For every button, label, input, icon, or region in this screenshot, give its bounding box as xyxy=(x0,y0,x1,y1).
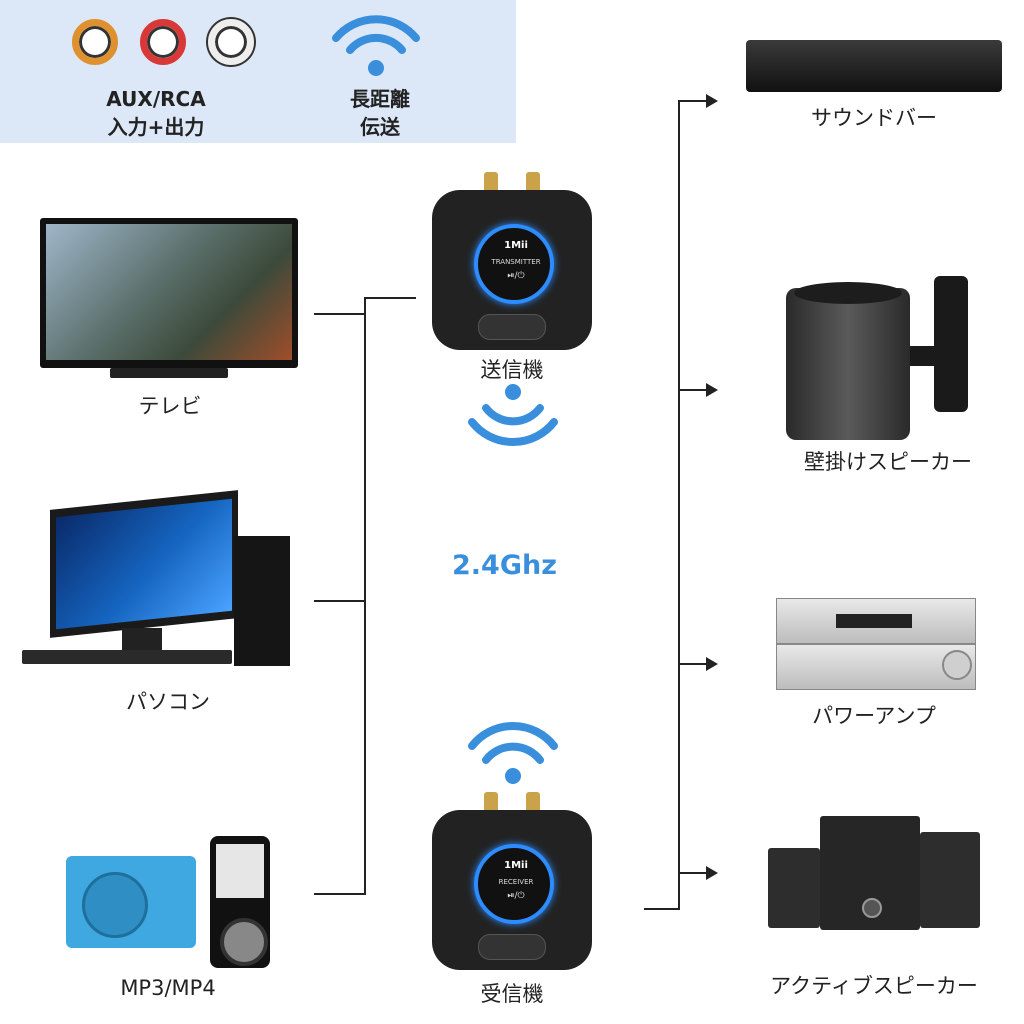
arrow-to-wall-speaker xyxy=(678,389,706,391)
soundbar-label: サウンドバー xyxy=(811,106,937,130)
transmit-wave-icon xyxy=(468,384,558,447)
power-amp-icon xyxy=(776,598,976,690)
mp3-connector xyxy=(314,893,364,895)
aux-rca-line1: AUX/RCA xyxy=(106,87,206,111)
white-rca-jack-icon xyxy=(208,19,254,65)
transmitter-label: 送信機 xyxy=(480,358,544,382)
arrow-to-power-amp xyxy=(678,663,706,665)
receiver-connector xyxy=(644,908,680,910)
transmitter-controls: ⏯/⏻ xyxy=(507,271,525,281)
pc-connector xyxy=(314,600,364,602)
source-bus-line xyxy=(364,297,366,895)
receiver-volume-buttons xyxy=(478,934,546,960)
arrow-head-icon xyxy=(706,866,718,880)
active-speaker-icon xyxy=(768,812,982,930)
power-amp-label: パワーアンプ xyxy=(812,704,936,728)
feature-badge: AUX/RCA 入力+出力 長距離 伝送 xyxy=(0,0,516,143)
arrow-head-icon xyxy=(706,657,718,671)
aux-rca-line2: 入力+出力 xyxy=(107,115,205,139)
frequency-label: 2.4Ghz xyxy=(452,550,557,581)
range-line2: 伝送 xyxy=(360,115,400,139)
tv-icon xyxy=(40,218,298,380)
transmitter-volume-buttons xyxy=(478,314,546,340)
pc-label: パソコン xyxy=(126,690,210,714)
receiver-label: 受信機 xyxy=(480,982,544,1006)
wifi-range-icon xyxy=(332,15,420,76)
receiver-controls: ⏯/⏻ xyxy=(507,891,525,901)
transmitter-mode: TRANSMITTER xyxy=(491,258,541,266)
wall-speaker-label: 壁掛けスピーカー xyxy=(804,450,972,474)
arrow-head-icon xyxy=(706,94,718,108)
tv-label: テレビ xyxy=(138,394,202,418)
active-speaker-label: アクティブスピーカー xyxy=(770,974,978,998)
soundbar-icon xyxy=(746,40,1002,92)
mp3-label: MP3/MP4 xyxy=(120,976,216,1000)
orange-aux-jack-icon xyxy=(72,19,118,65)
transmitter-brand: 1Mii xyxy=(504,240,528,251)
output-bus-line xyxy=(678,100,680,910)
bus-to-transmitter-line xyxy=(364,297,416,299)
transmitter-device: 1Mii TRANSMITTER ⏯/⏻ xyxy=(432,172,592,352)
red-rca-jack-icon xyxy=(140,19,186,65)
aux-rca-label: AUX/RCA 入力+出力 xyxy=(86,85,226,141)
receiver-brand: 1Mii xyxy=(504,860,528,871)
range-label: 長距離 伝送 xyxy=(320,85,440,141)
mp3-player-icon xyxy=(66,836,276,968)
arrow-to-soundbar xyxy=(678,100,706,102)
desktop-pc-icon xyxy=(22,490,294,672)
receiver-mode: RECEIVER xyxy=(498,878,534,886)
receiver-device: 1Mii RECEIVER ⏯/⏻ xyxy=(432,792,592,972)
tv-connector xyxy=(314,313,364,315)
range-line1: 長距離 xyxy=(350,87,410,111)
wall-speaker-icon xyxy=(786,276,970,442)
arrow-head-icon xyxy=(706,383,718,397)
arrow-to-active-speaker xyxy=(678,872,706,874)
receive-wave-icon xyxy=(468,721,558,784)
